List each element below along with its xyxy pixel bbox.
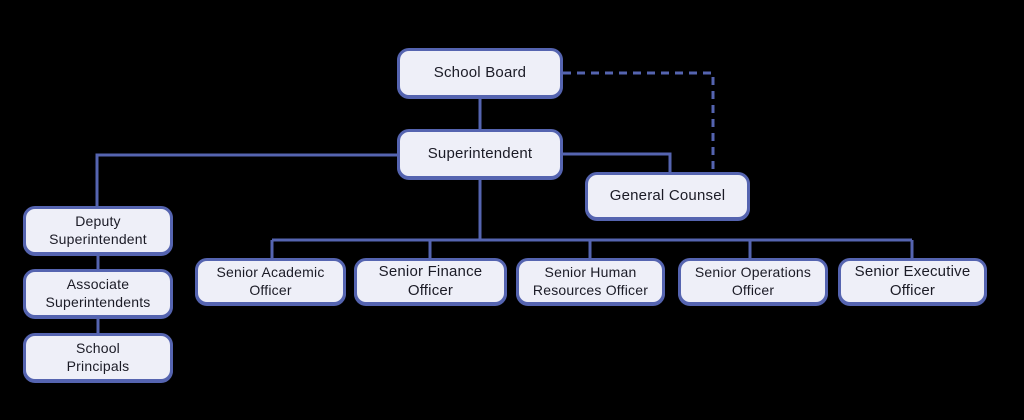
node-superintendent-label: Superintendent <box>427 144 533 162</box>
node-senior-operations-officer-label: Senior Operations Officer <box>694 264 812 298</box>
node-school-principals-label: School Principals <box>66 340 130 374</box>
node-school-board: School Board <box>397 48 563 98</box>
node-senior-executive-officer-label: Senior Executive Officer <box>854 262 971 299</box>
node-senior-executive-officer: Senior Executive Officer <box>838 258 987 305</box>
node-senior-finance-officer: Senior Finance Officer <box>354 258 507 305</box>
node-associate-superintendents-label: Associate Superintendents <box>45 276 151 310</box>
node-school-board-label: School Board <box>433 63 527 81</box>
edge-superintendent-officer-bus <box>272 179 912 242</box>
edge-school-board-general-counsel <box>563 71 715 172</box>
node-senior-academic-officer-label: Senior Academic Officer <box>216 264 325 298</box>
edge-superintendent-deputy <box>95 153 397 206</box>
node-deputy-superintendent: Deputy Superintendent <box>23 206 173 255</box>
node-senior-human-resources-officer: Senior Human Resources Officer <box>516 258 665 305</box>
node-general-counsel-label: General Counsel <box>609 186 726 204</box>
node-senior-academic-officer: Senior Academic Officer <box>195 258 346 305</box>
node-senior-human-resources-officer-label: Senior Human Resources Officer <box>532 264 649 298</box>
node-school-principals: School Principals <box>23 333 173 382</box>
node-superintendent: Superintendent <box>397 129 563 179</box>
edge-superintendent-general-counsel <box>563 152 672 172</box>
node-senior-finance-officer-label: Senior Finance Officer <box>378 262 483 299</box>
node-senior-operations-officer: Senior Operations Officer <box>678 258 828 305</box>
node-general-counsel: General Counsel <box>585 172 750 220</box>
node-associate-superintendents: Associate Superintendents <box>23 269 173 318</box>
node-deputy-superintendent-label: Deputy Superintendent <box>49 213 147 247</box>
